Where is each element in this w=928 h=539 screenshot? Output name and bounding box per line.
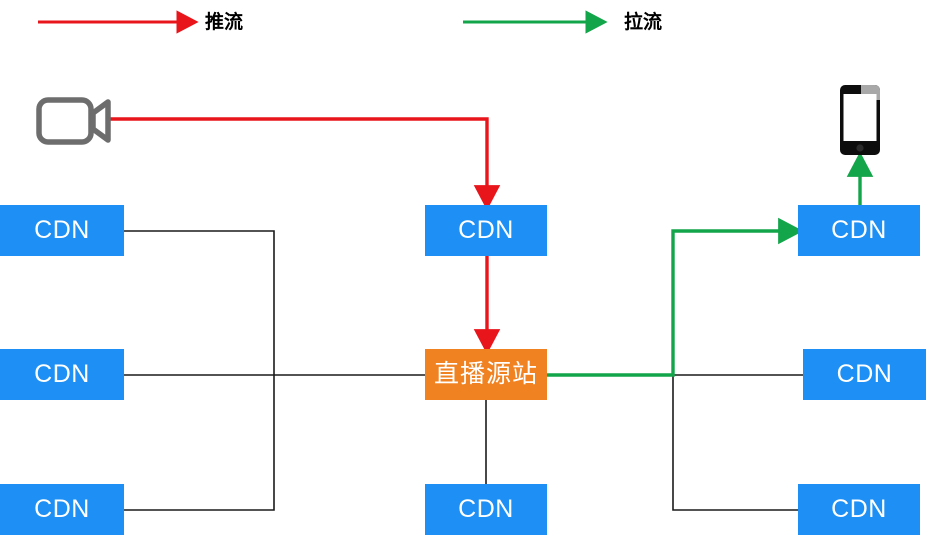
node-cdn-right-top[interactable]: CDN xyxy=(798,205,920,256)
edge-push-camera-to-cdn-center-top xyxy=(108,117,501,211)
node-cdn-right-bottom[interactable]: CDN xyxy=(798,484,920,535)
video-camera-icon xyxy=(36,93,114,149)
legend-label-pull: 拉流 xyxy=(624,12,663,33)
node-label: CDN xyxy=(34,495,90,523)
node-label: CDN xyxy=(34,360,90,388)
node-label: CDN xyxy=(458,216,514,244)
node-cdn-right-mid[interactable]: CDN xyxy=(803,349,926,400)
node-cdn-center-top[interactable]: CDN xyxy=(425,205,547,256)
node-label: CDN xyxy=(34,216,90,244)
node-cdn-left-mid[interactable]: CDN xyxy=(0,349,124,400)
node-label: CDN xyxy=(831,495,887,523)
smartphone-icon xyxy=(839,84,881,156)
node-cdn-left-bottom[interactable]: CDN xyxy=(0,484,124,535)
legend-label-push: 推流 xyxy=(205,12,244,33)
node-origin-center[interactable]: 直播源站 xyxy=(425,349,547,400)
node-label: 直播源站 xyxy=(433,360,538,388)
node-label: CDN xyxy=(836,360,893,388)
edge-link-left-group-bus xyxy=(124,230,275,511)
node-label: CDN xyxy=(831,216,887,244)
edge-pull-origin-to-cdn-right-top xyxy=(547,217,804,377)
node-cdn-left-top[interactable]: CDN xyxy=(0,205,124,256)
edge-link-right-group-bus xyxy=(672,375,798,511)
node-cdn-center-bottom[interactable]: CDN xyxy=(425,484,547,535)
node-label: CDN xyxy=(458,495,514,523)
